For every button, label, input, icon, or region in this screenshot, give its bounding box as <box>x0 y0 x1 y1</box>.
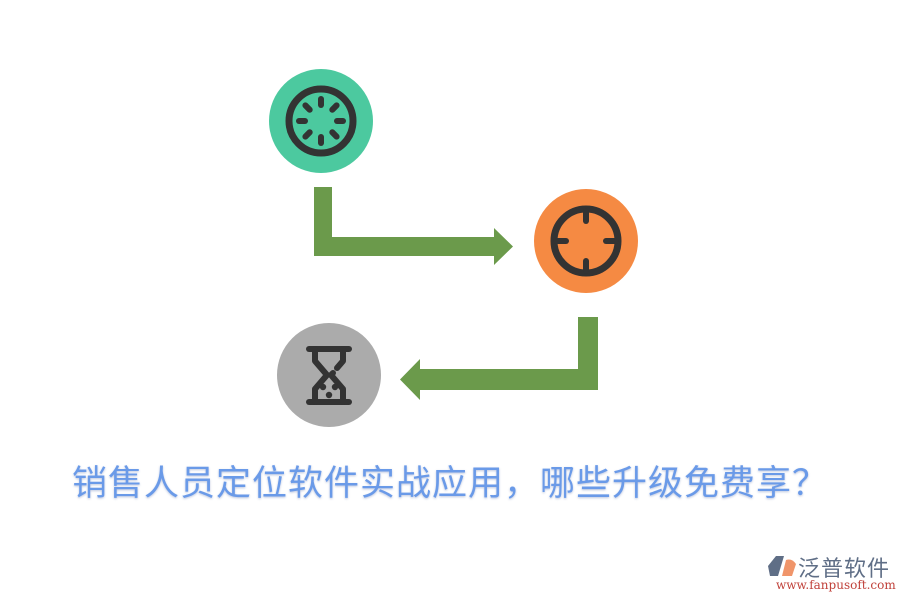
arrow-target-to-wait <box>400 317 598 400</box>
fanpu-logo-mark-icon <box>768 556 796 576</box>
crosshair-target-icon <box>550 205 622 277</box>
brand-logo[interactable]: 泛普软件 www.fanpusoft.com <box>768 551 896 596</box>
diagram-title: 销售人员定位软件实战应用，哪些升级免费享？ <box>71 464 828 504</box>
wait-node <box>277 323 381 427</box>
target-node <box>534 189 638 293</box>
hourglass-icon <box>306 346 352 405</box>
arrow-start-to-target <box>314 187 513 265</box>
loading-spinner-icon <box>285 85 357 157</box>
logo-url[interactable]: www.fanpusoft.com <box>776 578 896 592</box>
start-node <box>269 69 373 173</box>
logo-name: 泛普软件 <box>798 557 891 582</box>
